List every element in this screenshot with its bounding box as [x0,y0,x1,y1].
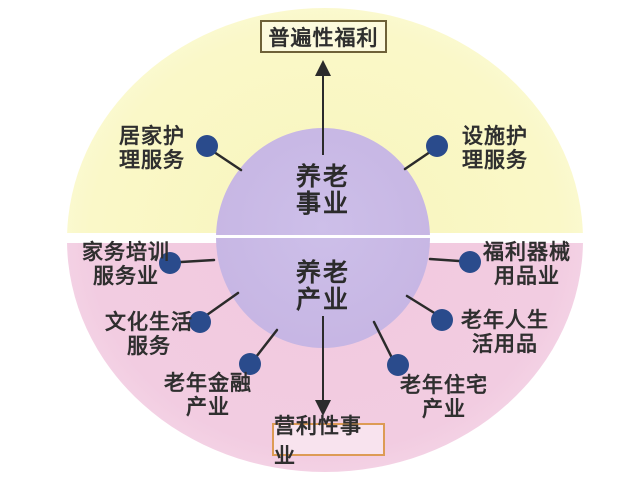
node-label-housework-training: 家务培训 服务业 [82,241,170,288]
dot-elderly-finance [239,353,261,375]
connector-cultural-life [202,291,240,319]
node-dots [159,135,481,376]
profit-business-box: 营利性事业 [272,415,385,468]
universal-welfare-box: 普遍性福利 [260,20,387,53]
connector-home-care [212,150,243,172]
connector-elderly-goods [405,294,438,316]
node-label-elderly-finance: 老年金融 产业 [164,372,252,419]
profit-business-label: 营利性事业 [274,414,362,468]
connector-elderly-housing [372,320,394,360]
connector-facility-care [403,150,432,171]
dot-elderly-housing [387,354,409,376]
dot-housework-training [159,252,181,274]
center-top-label: 养老 事业 [295,163,351,218]
node-label-elderly-housing: 老年住宅 产业 [400,374,488,421]
center-divider-line [212,235,434,238]
node-label-cultural-life: 文化生活 服务 [105,311,193,358]
universal-welfare-label: 普遍性福利 [268,26,379,50]
dot-welfare-equipment [459,251,481,273]
center-bottom-label: 养老 产业 [295,259,351,314]
dot-facility-care [426,135,448,157]
connector-welfare-equipment [428,257,461,263]
connector-housework-training [179,258,216,264]
dot-home-care [196,135,218,157]
node-label-elderly-goods: 老年人生 活用品 [461,309,549,356]
dot-cultural-life [189,311,211,333]
connector-lines [179,150,461,360]
welfare-half-circle [67,8,583,233]
industry-half-circle [67,243,583,472]
node-label-facility-care: 设施护 理服务 [462,125,528,172]
node-label-welfare-equipment: 福利器械 用品业 [483,241,571,288]
dot-elderly-goods [431,309,453,331]
node-label-home-care: 居家护 理服务 [119,125,185,172]
connector-elderly-finance [254,328,279,359]
